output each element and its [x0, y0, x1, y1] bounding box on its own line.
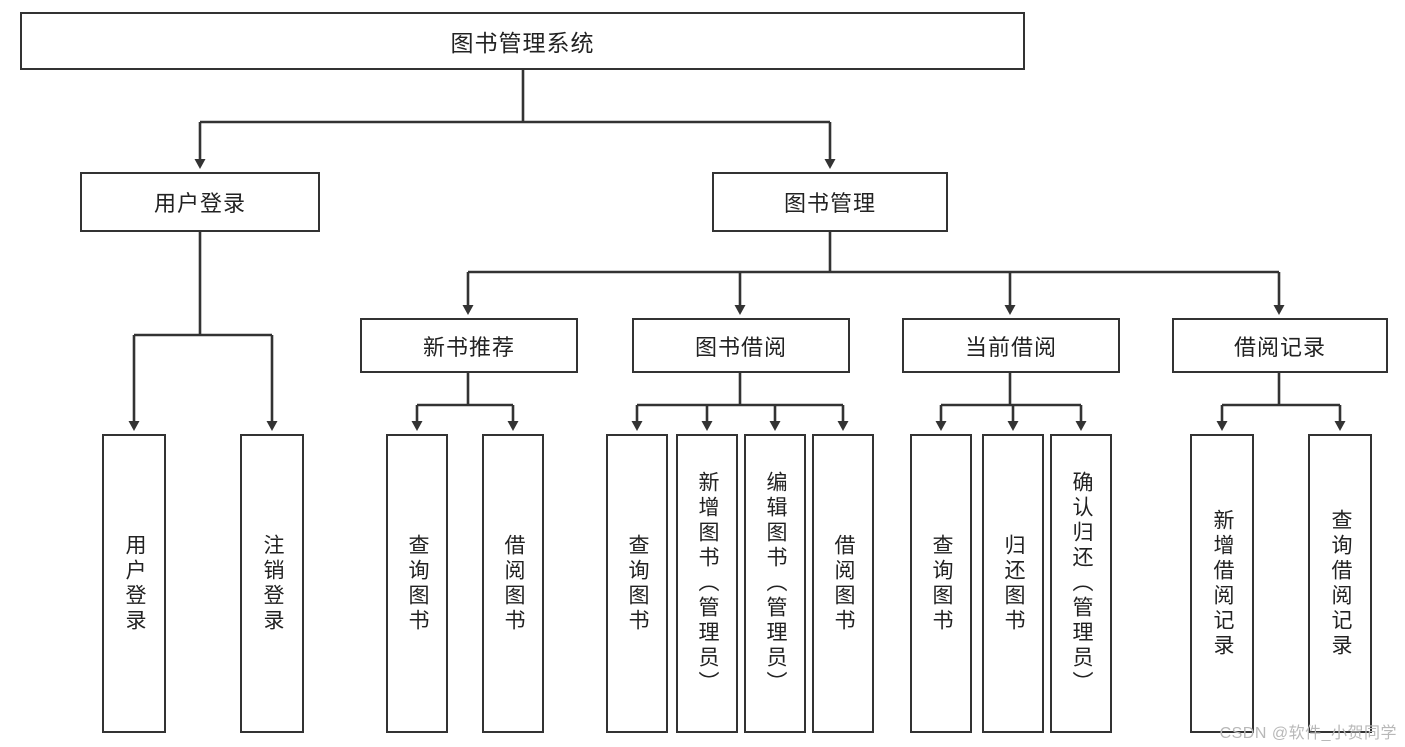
- leaf-borrow-book-recommend[interactable]: 借阅图书: [482, 434, 544, 733]
- node-label: 查询借阅记录: [1329, 508, 1353, 659]
- leaf-query-book-recommend[interactable]: 查询图书: [386, 434, 448, 733]
- leaf-query-book-borrow[interactable]: 查询图书: [606, 434, 668, 733]
- leaf-add-borrow-record[interactable]: 新增借阅记录: [1190, 434, 1254, 733]
- node-label: 新增图书（管理员）: [696, 471, 720, 696]
- node-label: 查询图书: [626, 533, 650, 634]
- leaf-return-book[interactable]: 归还图书: [982, 434, 1044, 733]
- leaf-query-book-current[interactable]: 查询图书: [910, 434, 972, 733]
- leaf-logout[interactable]: 注销登录: [240, 434, 304, 733]
- node-label: 图书管理: [783, 191, 876, 216]
- node-label: 编辑图书（管理员）: [764, 471, 788, 696]
- node-label: 借阅图书: [502, 533, 526, 634]
- node-user-login[interactable]: 用户登录: [80, 172, 320, 232]
- node-label: 归还图书: [1002, 533, 1026, 634]
- node-book-management-system[interactable]: 图书管理系统: [20, 12, 1025, 70]
- leaf-confirm-return-admin[interactable]: 确认归还（管理员）: [1050, 434, 1112, 733]
- node-book-manage[interactable]: 图书管理: [712, 172, 948, 232]
- node-current-borrow[interactable]: 当前借阅: [902, 318, 1120, 373]
- node-label: 新书推荐: [422, 334, 515, 360]
- leaf-edit-book-admin[interactable]: 编辑图书（管理员）: [744, 434, 806, 733]
- node-label: 新增借阅记录: [1211, 508, 1235, 659]
- node-label: 查询图书: [930, 533, 954, 634]
- node-label: 图书借阅: [694, 334, 787, 360]
- node-label: 图书管理系统: [450, 30, 595, 56]
- node-new-book-recommendation[interactable]: 新书推荐: [360, 318, 578, 373]
- leaf-borrow-book[interactable]: 借阅图书: [812, 434, 874, 733]
- node-label: 注销登录: [261, 533, 285, 634]
- node-borrow-record[interactable]: 借阅记录: [1172, 318, 1388, 373]
- csdn-watermark: CSDN @软件_小贺同学: [1219, 725, 1397, 742]
- leaf-add-book-admin[interactable]: 新增图书（管理员）: [676, 434, 738, 733]
- node-label: 确认归还（管理员）: [1070, 471, 1094, 696]
- leaf-query-borrow-record[interactable]: 查询借阅记录: [1308, 434, 1372, 733]
- node-label: 查询图书: [406, 533, 430, 634]
- node-label: 借阅图书: [832, 533, 856, 634]
- node-book-borrow[interactable]: 图书借阅: [632, 318, 850, 373]
- node-label: 当前借阅: [964, 334, 1057, 360]
- node-label: 用户登录: [153, 191, 246, 216]
- node-label: 借阅记录: [1233, 334, 1326, 360]
- leaf-user-login[interactable]: 用户登录: [102, 434, 166, 733]
- node-label: 用户登录: [123, 533, 147, 634]
